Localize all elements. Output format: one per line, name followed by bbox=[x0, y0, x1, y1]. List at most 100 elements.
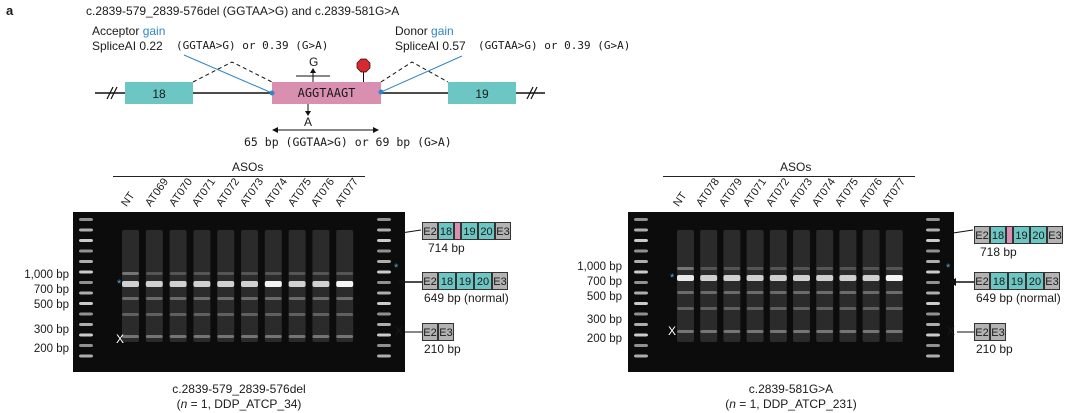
band-skip bbox=[122, 335, 139, 338]
ladder-band bbox=[634, 228, 648, 232]
donor-site-dot bbox=[378, 89, 384, 95]
ladder-band bbox=[634, 302, 648, 305]
band-lower bbox=[862, 307, 880, 310]
donor-callout-line bbox=[380, 55, 463, 93]
ladder-band bbox=[634, 270, 648, 274]
ladder-label: 700 bp bbox=[33, 284, 69, 296]
lane-smear bbox=[885, 230, 903, 342]
ladder-band bbox=[79, 249, 93, 253]
caption-1-line2: (n = 1, DDP_ATCP_34) bbox=[176, 397, 302, 411]
band-lower bbox=[839, 307, 857, 310]
band-pe bbox=[169, 272, 187, 275]
lane-label: AT072 bbox=[763, 176, 792, 209]
skip-x-mark-right-1: X bbox=[395, 324, 404, 338]
ladder-band bbox=[377, 354, 391, 358]
pseudoexon-box bbox=[272, 82, 381, 104]
exon-e2: E2 bbox=[974, 226, 990, 244]
band-normal bbox=[264, 281, 282, 287]
ladder-band bbox=[634, 291, 648, 295]
pseudoexon bbox=[454, 222, 461, 240]
band-pe bbox=[288, 272, 306, 275]
figure-title: c.2839-579_2839-576del (GGTAA>G) and c.2… bbox=[86, 4, 400, 18]
lane-smear bbox=[793, 230, 810, 342]
line-break-right bbox=[526, 86, 534, 100]
exon-20: 20 bbox=[1026, 272, 1044, 290]
band-normal bbox=[312, 281, 330, 287]
band-normal bbox=[217, 281, 235, 287]
band-skip bbox=[746, 330, 764, 333]
ladder-band bbox=[79, 302, 93, 305]
ladder-band bbox=[377, 281, 391, 284]
asterisk-1: * bbox=[117, 278, 122, 290]
ladder-band bbox=[926, 312, 940, 316]
ladder-band bbox=[926, 228, 940, 232]
band-normal bbox=[169, 281, 187, 287]
acceptor-label: Acceptor gain bbox=[92, 24, 166, 38]
band-pe bbox=[241, 272, 258, 275]
band-lower bbox=[241, 313, 258, 316]
ladder-band bbox=[79, 344, 93, 347]
ladder-label: 200 bp bbox=[33, 343, 69, 355]
band-normal bbox=[336, 281, 354, 287]
ladder-band bbox=[634, 333, 648, 337]
skip-x-mark-1: X bbox=[116, 332, 125, 346]
splice-diagram bbox=[95, 54, 545, 133]
band-lower bbox=[169, 297, 187, 300]
band-skip bbox=[677, 330, 694, 333]
exon-19: 19 bbox=[1013, 226, 1030, 244]
acceptor-detail: (GGTAA>G) or 0.39 (G>A) bbox=[176, 39, 329, 52]
ladder-band bbox=[634, 239, 648, 242]
lane-smear bbox=[839, 230, 857, 342]
band-skip bbox=[885, 330, 903, 333]
exon-e3: E3 bbox=[492, 272, 508, 290]
ladder-band bbox=[926, 302, 940, 305]
lane-label: NT bbox=[671, 190, 690, 209]
band-normal bbox=[793, 275, 810, 281]
ladder-band bbox=[634, 281, 648, 284]
lane-label: AT073 bbox=[238, 176, 267, 209]
ladder-band bbox=[79, 312, 93, 316]
ladder-band bbox=[926, 323, 940, 326]
exon-19-box bbox=[448, 82, 516, 104]
ladder-label: 200 bp bbox=[586, 333, 622, 345]
band-lower bbox=[700, 291, 718, 294]
donor-label: Donor gain bbox=[395, 24, 454, 38]
ladder-band bbox=[634, 344, 648, 347]
band-lower bbox=[746, 291, 764, 294]
band-pe bbox=[264, 272, 282, 275]
band-normal bbox=[885, 275, 903, 281]
band-lower bbox=[746, 307, 764, 310]
band-skip bbox=[862, 330, 880, 333]
band-skip bbox=[312, 335, 330, 338]
ladder-band bbox=[926, 344, 940, 347]
ladder-band bbox=[377, 344, 391, 347]
band-skip bbox=[700, 330, 718, 333]
band-lower bbox=[862, 291, 880, 294]
band-normal bbox=[288, 281, 306, 287]
band-lower bbox=[769, 307, 787, 310]
band-lower bbox=[288, 297, 306, 300]
size-normal-2: 649 bp (normal) bbox=[976, 291, 1061, 305]
band-lower bbox=[241, 297, 258, 300]
band-lower bbox=[723, 307, 741, 310]
band-lower bbox=[677, 291, 694, 294]
size-skip-2: 210 bp bbox=[976, 342, 1013, 356]
lane-label: AT076 bbox=[309, 176, 338, 209]
lane-label: AT074 bbox=[810, 176, 839, 209]
lane-label: AT077 bbox=[879, 176, 908, 209]
band-skip bbox=[839, 330, 857, 333]
exon-18: 18 bbox=[990, 226, 1006, 244]
band-normal bbox=[193, 281, 211, 287]
skip-x-mark-2: X bbox=[668, 324, 677, 338]
band-normal bbox=[700, 275, 718, 281]
lane-smear bbox=[769, 230, 787, 342]
band-lower bbox=[336, 297, 354, 300]
band-skip bbox=[241, 335, 258, 338]
splice-line-right bbox=[380, 61, 449, 83]
band-pe bbox=[885, 267, 903, 270]
ladder-band bbox=[634, 323, 648, 326]
band-lower bbox=[885, 307, 903, 310]
band-normal bbox=[746, 275, 764, 281]
band-lower bbox=[700, 307, 718, 310]
band-normal bbox=[769, 275, 787, 281]
